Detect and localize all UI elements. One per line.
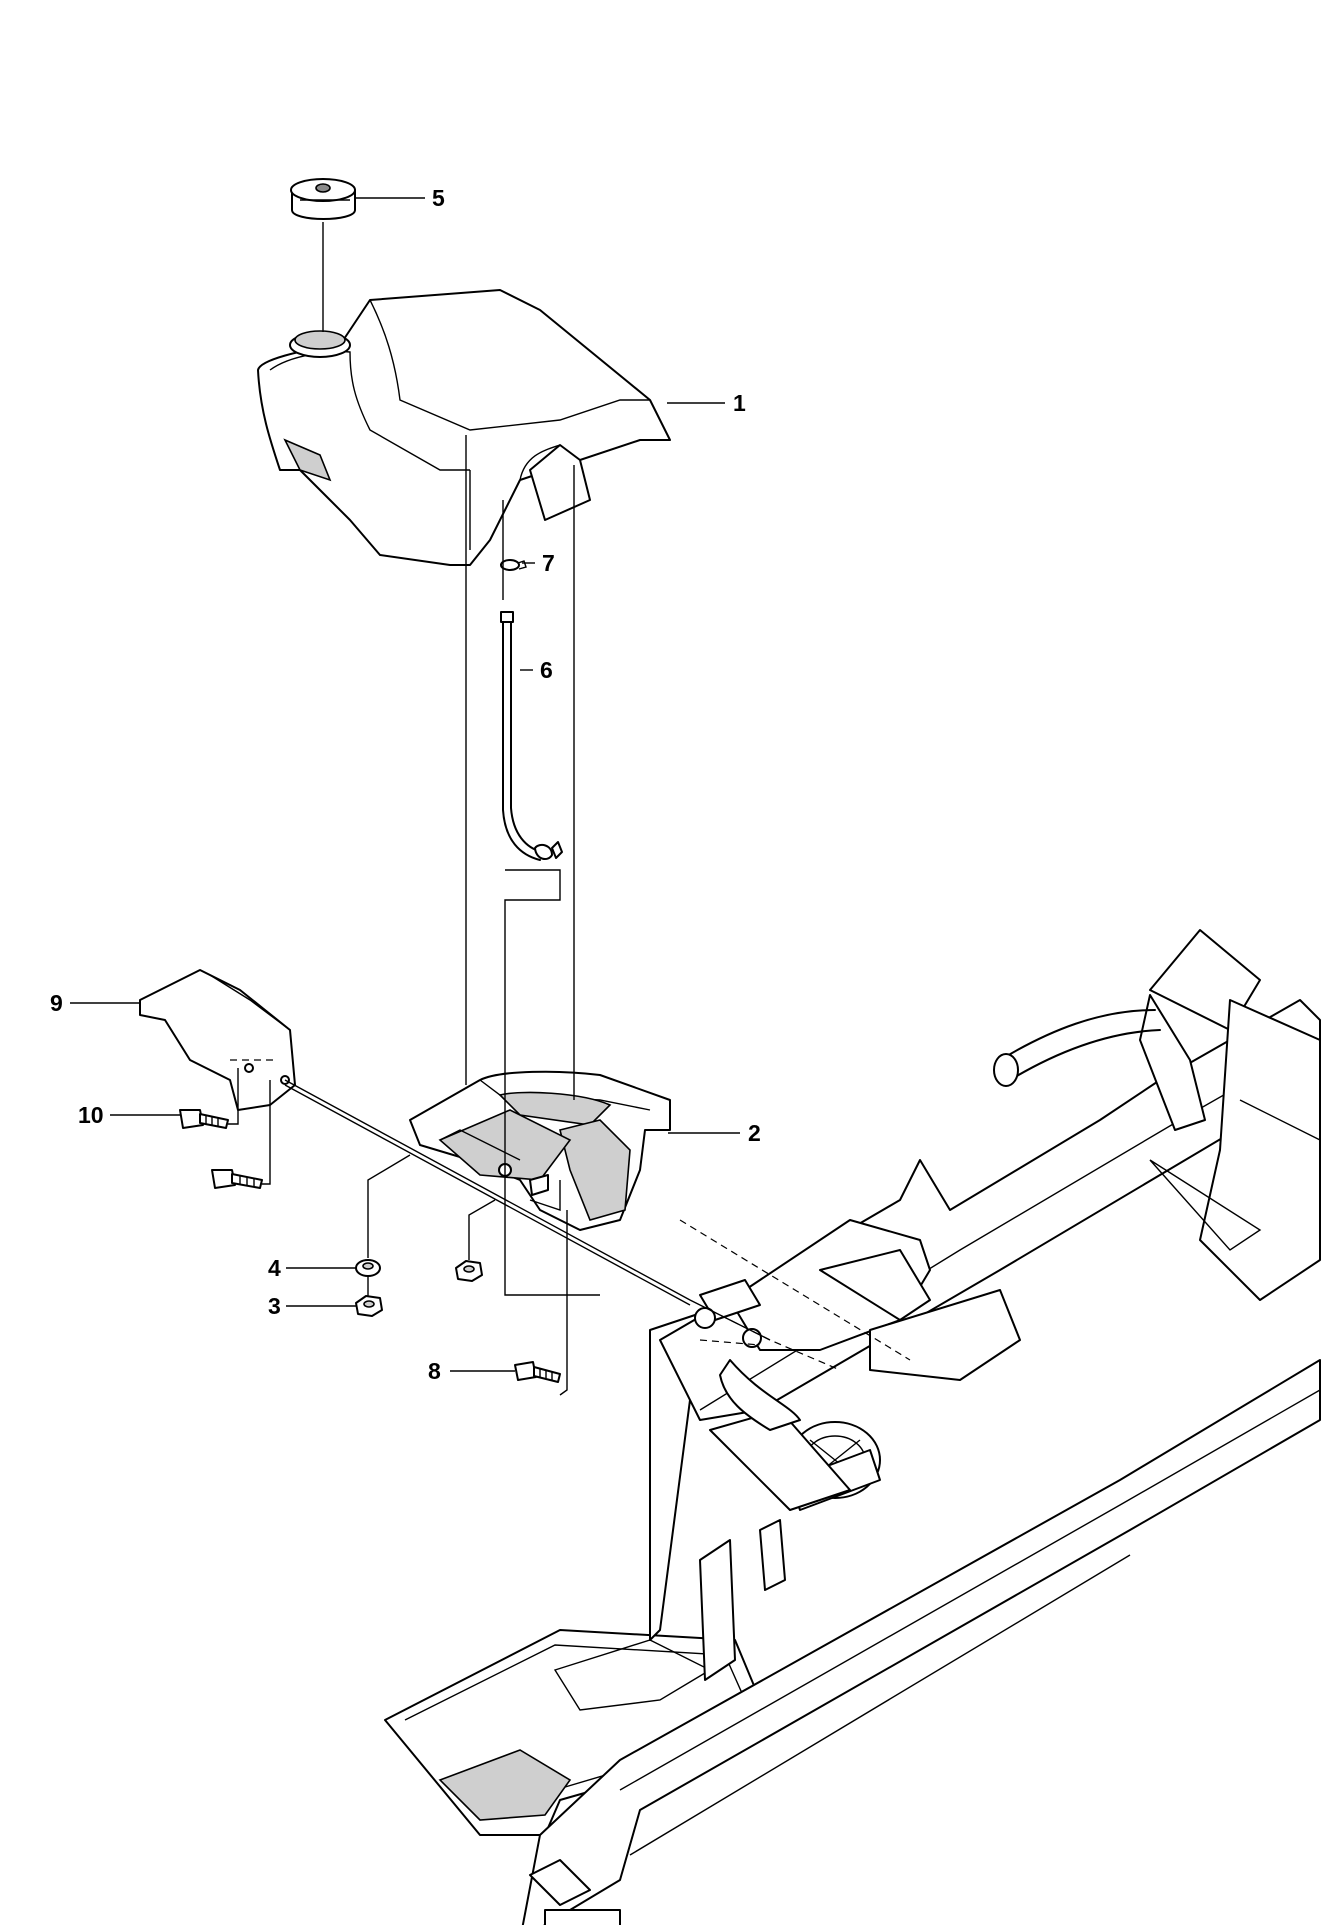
bolt-8: [514, 1361, 561, 1383]
callout-8: 8: [428, 1358, 441, 1384]
callout-1: 1: [733, 390, 746, 416]
assembly-guides: [367, 435, 761, 1396]
callout-7: 7: [542, 550, 555, 576]
tank-support-bracket: [409, 1070, 671, 1231]
leader-lines: [70, 197, 740, 1372]
callout-2: 2: [748, 1120, 761, 1146]
chassis-frame: [384, 929, 1321, 1930]
bolt-10-upper: [179, 1109, 229, 1129]
callout-5: 5: [432, 185, 445, 211]
hose-clip: [500, 559, 527, 571]
callout-3: 3: [268, 1293, 281, 1319]
nut-3: [355, 1295, 383, 1317]
bolt-10-lower: [211, 1169, 263, 1189]
fuel-tank: [257, 289, 671, 566]
nut-center: [455, 1260, 483, 1282]
washer: [355, 1259, 381, 1277]
fuel-cap: [290, 178, 356, 220]
heat-shield: [139, 969, 296, 1111]
callout-labels: 1 2 3 4 5 6 7 8 9 10: [50, 185, 761, 1384]
callout-6: 6: [540, 657, 553, 683]
fuel-hose: [500, 611, 563, 861]
rod: [284, 1079, 771, 1341]
callout-9: 9: [50, 990, 63, 1016]
callout-4: 4: [268, 1255, 281, 1281]
callout-10: 10: [78, 1102, 104, 1128]
